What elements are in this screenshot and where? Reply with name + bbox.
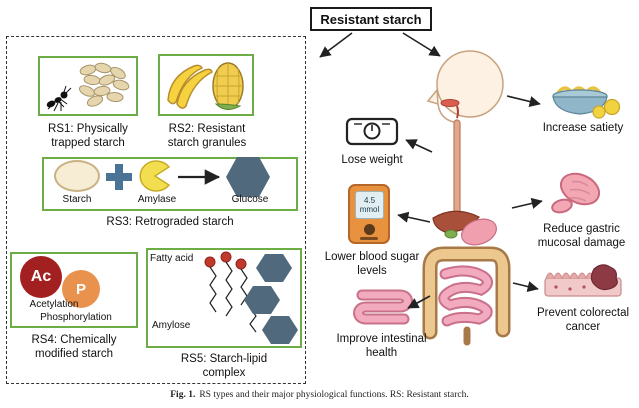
plus-icon: [106, 164, 132, 190]
meter-button: [364, 224, 375, 235]
acetylation-symbol-circle: Ac: [20, 256, 62, 298]
glucose-meter-screen: 4.5 mmol: [355, 191, 384, 219]
meter-strip-slot: [360, 237, 378, 240]
caption-text: RS types and their major physiological f…: [199, 390, 469, 400]
figure-title: Resistant starch: [320, 11, 422, 27]
meter-value: 4.5: [363, 195, 376, 205]
mouth-tongue: [440, 99, 460, 107]
small-intestine: [440, 267, 491, 325]
prevent-colorectal-label: Prevent colorectal cancer: [536, 307, 630, 334]
human-digestive-system-illustration: [422, 50, 511, 346]
stomach-organ: [460, 218, 498, 246]
gallbladder: [444, 229, 458, 239]
fatty-acid-balloons: [204, 251, 247, 270]
large-intestine: [425, 249, 508, 337]
reduce-gastric-label: Reduce gastric mucosal damage: [537, 223, 626, 250]
amylase-label: Amylase: [137, 194, 177, 205]
lose-weight-label: Lose weight: [341, 154, 403, 166]
figure-caption: Fig. 1.RS types and their major physiolo…: [0, 390, 639, 400]
starch-lipid-complex-icon: [204, 251, 298, 344]
phosphorylation-symbol-circle: P: [62, 270, 100, 308]
rs1-caption: RS1: Physically trapped starch: [48, 123, 128, 150]
esophagus: [453, 119, 461, 217]
rs3-caption: RS3: Retrograded starch: [106, 216, 234, 228]
title-box: Resistant starch: [310, 7, 432, 31]
glucose-label: Glucose: [231, 194, 269, 205]
weighing-scale-icon: [345, 117, 399, 146]
caption-fig-label: Fig. 1.: [170, 390, 196, 400]
phosphorylation-label: Phosphorylation: [40, 312, 112, 323]
amylose-hexagons: [244, 254, 298, 344]
tumor-blob: [590, 264, 618, 291]
intestine-icon: [353, 289, 413, 325]
acetylation-label: Acetylation: [29, 299, 79, 310]
rs1-image-box: [38, 56, 138, 116]
rs4-caption: RS4: Chemically modified starch: [31, 334, 117, 361]
lower-blood-sugar-label: Lower blood sugar levels: [324, 251, 420, 278]
rs2-caption: RS2: Resistant starch granules: [167, 123, 247, 150]
starch-label: Starch: [62, 194, 92, 205]
increase-satiety-label: Increase satiety: [542, 122, 624, 134]
ac-symbol: Ac: [30, 268, 52, 285]
stomach-icon: [551, 172, 601, 214]
colon-tissue-icon: [544, 264, 622, 297]
head-profile: [436, 50, 504, 118]
noodle-bowl-icon: [552, 86, 621, 119]
starch-granule-shape: [54, 160, 100, 192]
arrow-title-to-panel: [319, 32, 353, 58]
amylase-enzyme-shape: [139, 160, 171, 192]
rs2-image-box: [158, 54, 254, 116]
meter-unit: mmol: [359, 205, 380, 214]
rs5-caption: RS5: Starch-lipid complex: [180, 353, 268, 380]
p-symbol: P: [75, 280, 86, 298]
amylose-label: Amylose: [152, 320, 191, 331]
rs5-image-box: [146, 248, 302, 348]
banana-corn-icon: [167, 62, 244, 110]
fatty-acid-label: Fatty acid: [150, 253, 194, 264]
seeds-and-ant-icon: [46, 62, 130, 112]
improve-intestinal-label: Improve intestinal health: [336, 333, 427, 360]
ant-icon: [46, 85, 72, 112]
glucose-meter-icon: 4.5 mmol: [348, 184, 390, 244]
